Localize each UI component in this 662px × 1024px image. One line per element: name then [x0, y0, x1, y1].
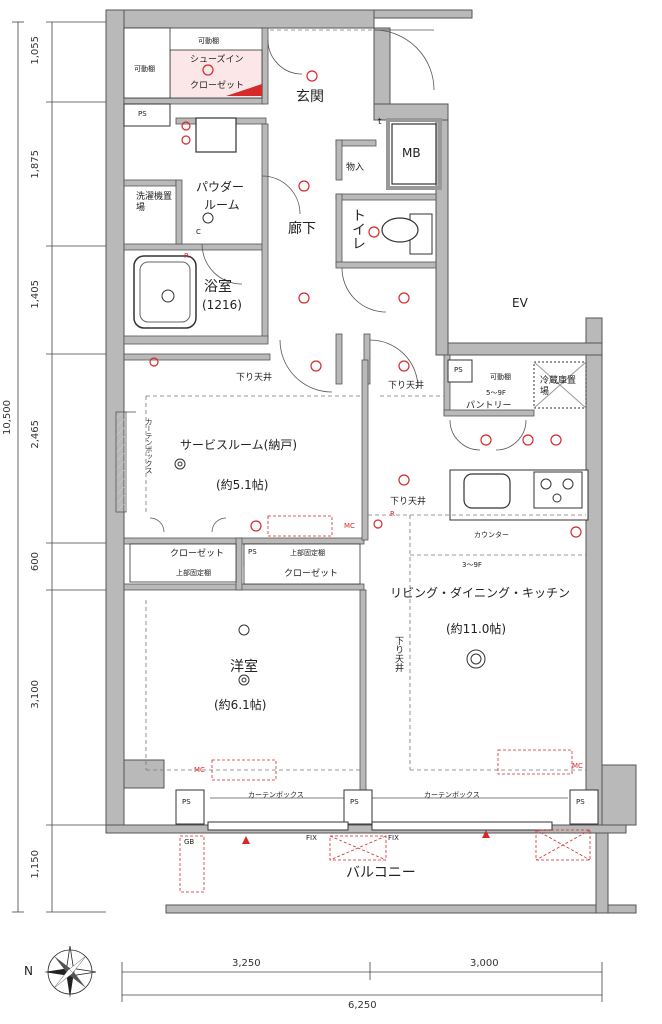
label-laundry: 洗濯機置場: [136, 192, 173, 213]
label-service-room: サービスルーム(納戸): [180, 438, 298, 452]
label-mc-2: MC: [194, 766, 205, 774]
dim-row-4: 2,465: [30, 420, 41, 449]
label-mb: MB: [402, 146, 421, 160]
label-shelf-top: 可動棚: [198, 37, 219, 45]
label-shelf-left: 可動棚: [134, 65, 155, 73]
closet-service: [129, 543, 237, 583]
label-shoe-closet-2: クローゼット: [190, 81, 245, 91]
exterior-walls: [105, 9, 637, 914]
dim-total-width: 6,250: [348, 1000, 377, 1011]
label-c-mark: C: [196, 228, 201, 236]
closet-western: [243, 543, 361, 585]
label-powder-room-1: パウダー: [196, 180, 245, 194]
label-r-1: R: [184, 252, 189, 260]
label-lowered-ceiling-4: 下り天井: [393, 636, 403, 672]
dim-bottom-2: 3,000: [470, 958, 499, 969]
dim-total-height: 10,500: [2, 400, 13, 435]
label-pantry-floor: 5～9F: [486, 389, 506, 397]
label-ps-closet: PS: [248, 548, 257, 556]
label-balcony: バルコニー: [346, 865, 416, 881]
label-ps-entry: PS: [138, 110, 147, 118]
label-curtain-box-1: カーテンボックス: [248, 791, 304, 799]
door-swings: [149, 29, 527, 533]
curtain-boxes: [115, 411, 568, 799]
label-curtain-box-2: カーテンボックス: [424, 791, 480, 799]
ceiling-lights: [149, 64, 582, 538]
label-ps-b2: PS: [350, 798, 359, 806]
label-floor-note: 3～9F: [462, 561, 482, 569]
dim-row-3: 1,405: [30, 280, 41, 309]
fridge-space: [533, 361, 587, 409]
dim-bottom-1: 3,250: [232, 958, 261, 969]
kitchen-sink: [463, 473, 511, 509]
label-mc-1: MC: [344, 522, 355, 530]
fix-panels: [179, 515, 591, 893]
label-lowered-ceiling-1: 下り天井: [236, 373, 273, 383]
dimension-lines-bottom: [121, 962, 603, 1002]
mb-shaft: [391, 123, 437, 185]
label-lowered-ceiling-3: 下り天井: [390, 497, 427, 507]
dim-row-1: 1,055: [30, 36, 41, 65]
label-mc-3: MC: [572, 762, 583, 770]
balcony-marker-right: [482, 830, 490, 838]
dim-row-2: 1,875: [30, 150, 41, 179]
label-bath: 浴室: [204, 279, 232, 295]
interior-walls: [123, 27, 589, 791]
wash-basin: [195, 117, 237, 153]
dimension-lines-left: [12, 21, 106, 913]
stove: [533, 471, 583, 509]
dim-row-5: 600: [30, 552, 41, 572]
label-t-mark: t: [378, 117, 382, 127]
toilet-bowl: [381, 217, 419, 243]
label-curtain-box-left: カーテンボックス: [145, 418, 153, 474]
label-western-room-size: (約6.1帖): [214, 698, 267, 712]
label-fix-2: FIX: [388, 834, 399, 842]
label-entrance: 玄関: [296, 89, 324, 105]
label-powder-room-2: ルーム: [204, 198, 240, 212]
center-fixtures: [161, 212, 486, 686]
label-fridge: 冷蔵庫置場: [540, 376, 577, 397]
label-ldk: リビング・ダイニング・キッチン: [390, 586, 571, 600]
label-bath-size: (1216): [202, 298, 242, 312]
label-closet-western: クローゼット: [284, 569, 339, 579]
label-western-room: 洋室: [230, 659, 258, 675]
label-service-room-size: (約5.1帖): [216, 478, 269, 492]
label-counter: カウンター: [474, 531, 509, 539]
compass-rose: [44, 945, 97, 998]
label-ps-pantry: PS: [454, 366, 463, 374]
label-r-2: R: [390, 510, 395, 518]
label-storage: 物入: [346, 163, 365, 173]
label-shoe-closet-1: シューズイン: [190, 55, 244, 65]
label-ev: EV: [512, 296, 528, 310]
dim-row-6: 3,100: [30, 680, 41, 709]
label-ps-b3: PS: [576, 798, 585, 806]
bathtub: [133, 255, 197, 329]
label-gb: GB: [184, 838, 195, 846]
balcony-marker-left: [242, 836, 250, 844]
label-toilet: トイレ: [350, 208, 366, 250]
label-ldk-size: (約11.0帖): [446, 622, 507, 636]
label-upper-shelf-2: 上部固定棚: [290, 549, 325, 557]
dim-row-7: 1,150: [30, 850, 41, 879]
compass-north-label: N: [24, 964, 33, 978]
label-lowered-ceiling-2: 下り天井: [388, 381, 425, 391]
label-pantry: パントリー: [466, 401, 512, 411]
balcony-windows: [207, 821, 553, 831]
label-shelf-pantry: 可動棚: [490, 373, 511, 381]
label-ps-b1: PS: [182, 798, 191, 806]
label-fix-1: FIX: [306, 834, 317, 842]
label-hallway: 廊下: [288, 221, 316, 237]
label-closet-service: クローゼット: [170, 549, 225, 559]
label-upper-shelf-1: 上部固定棚: [176, 569, 211, 577]
